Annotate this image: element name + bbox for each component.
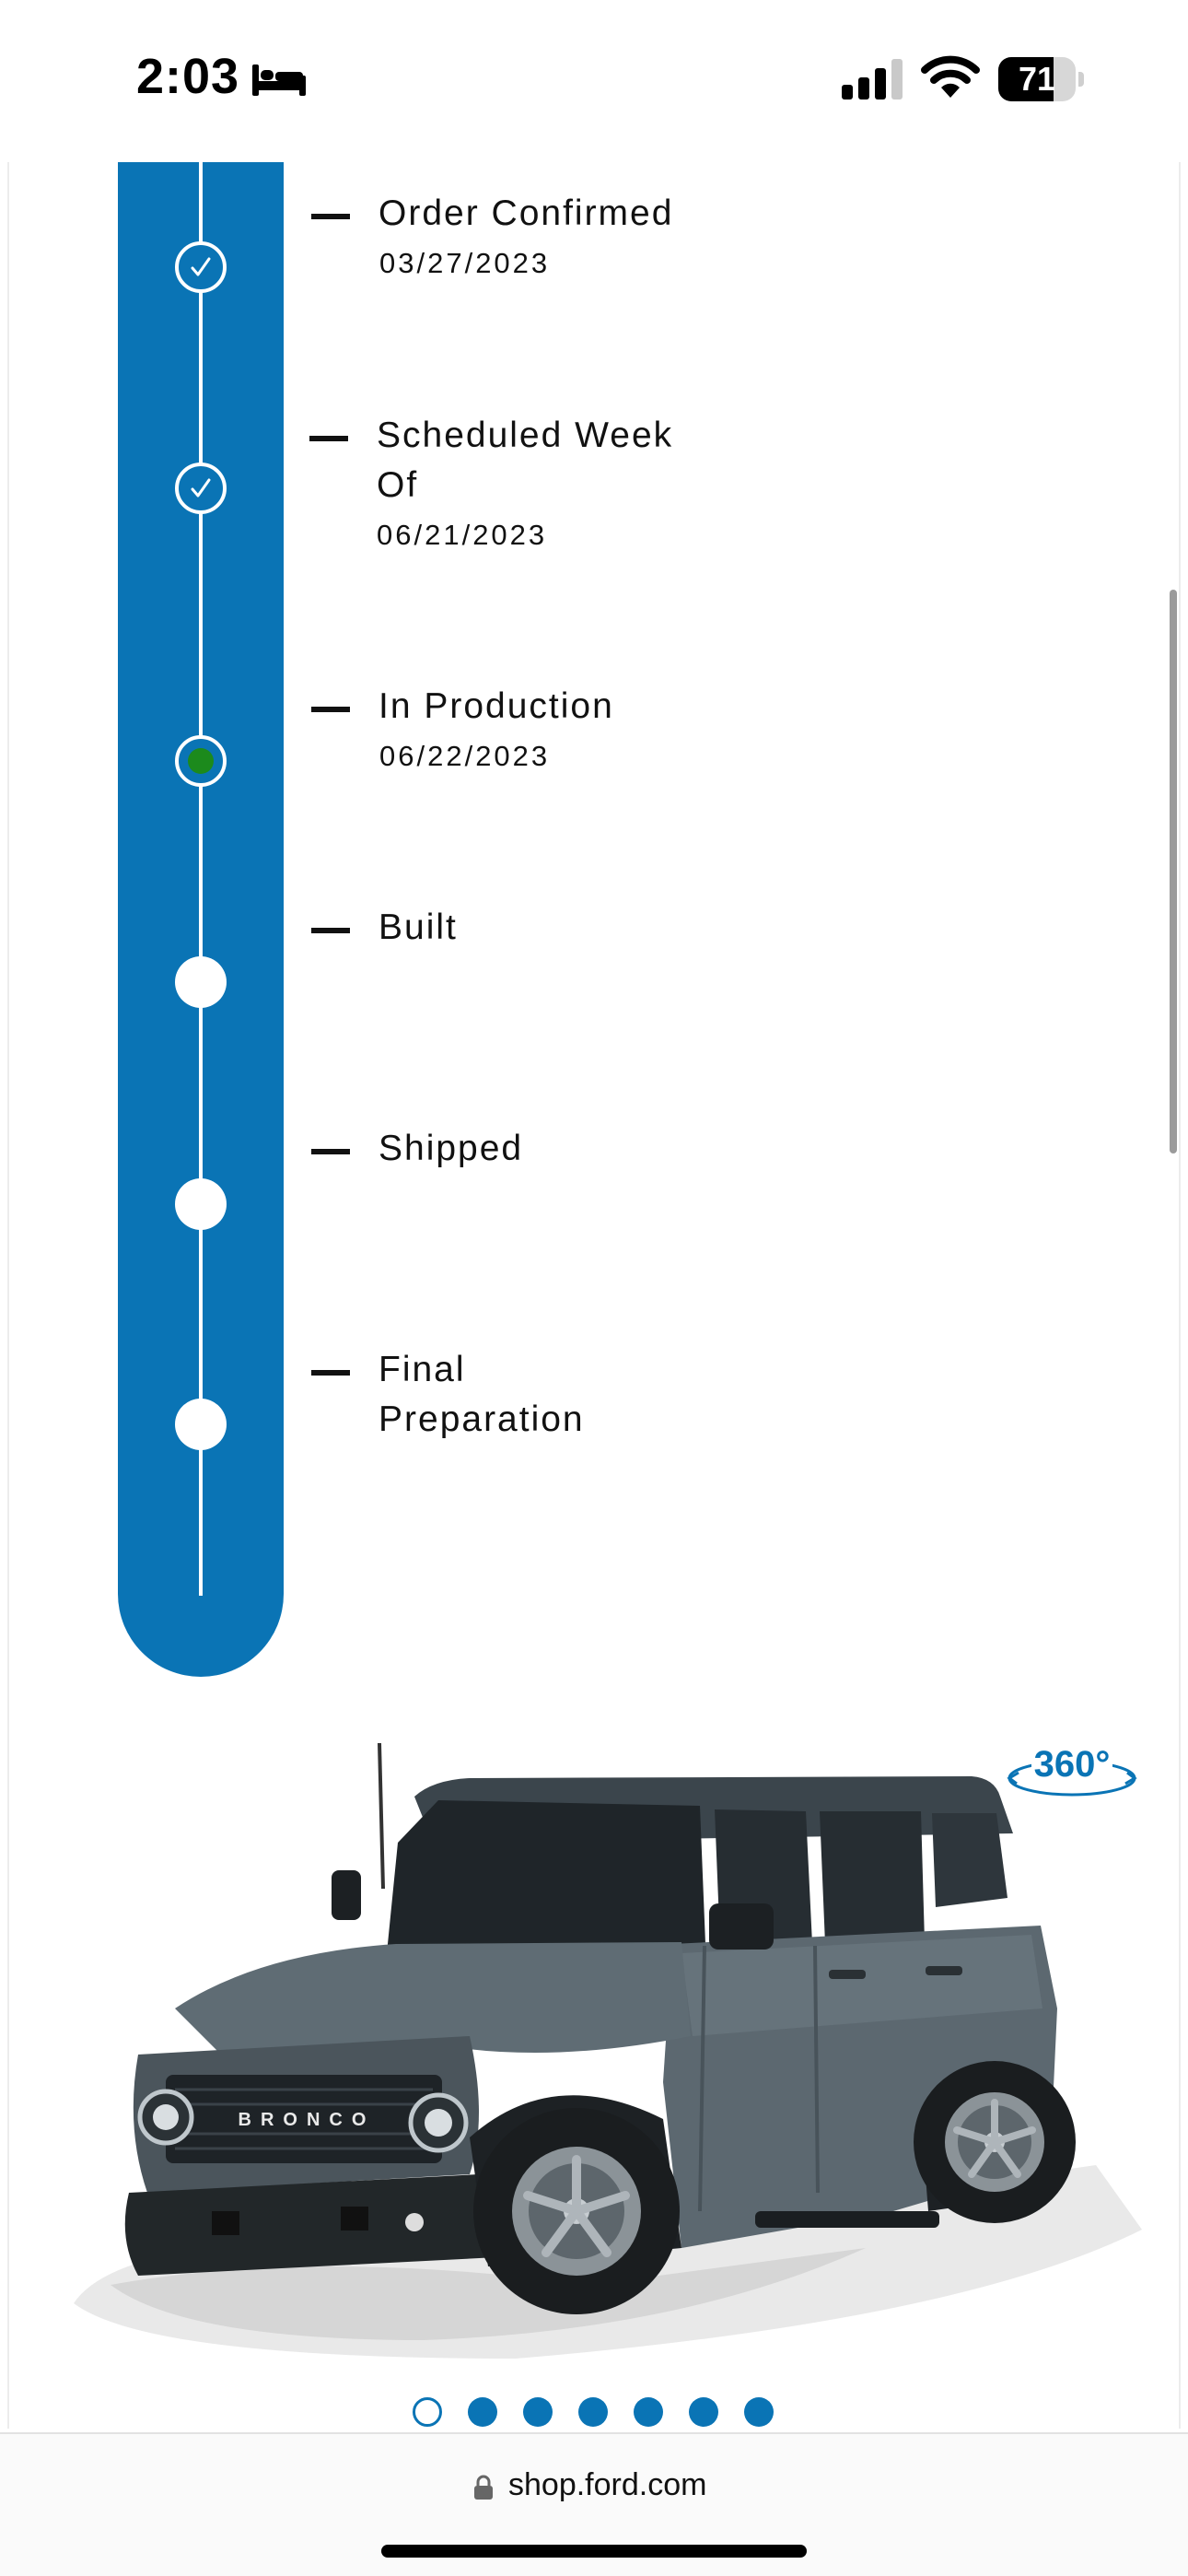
carousel-dot[interactable]: [468, 2397, 497, 2427]
step-date-order-confirmed: 03/27/2023: [379, 247, 551, 279]
battery-nub: [1078, 72, 1084, 87]
status-time: 2:03: [136, 49, 240, 104]
carousel-dot[interactable]: [413, 2397, 442, 2427]
cellular-signal-icon: [842, 59, 903, 100]
battery-icon: 71: [998, 57, 1084, 101]
step-dash: [311, 214, 350, 219]
image-carousel-dots[interactable]: [413, 2397, 781, 2429]
page-edge-left: [7, 162, 9, 2429]
step-node-shipped: [175, 1178, 227, 1230]
scrollbar-thumb[interactable]: [1170, 590, 1177, 1153]
step-label-scheduled-week: Scheduled Week: [377, 416, 674, 455]
lock-icon: [474, 2475, 493, 2500]
rotate-360-icon[interactable]: 360°: [1004, 1741, 1140, 1806]
battery-body: 71: [998, 57, 1076, 101]
step-dash: [309, 436, 348, 441]
checkmark-icon: [191, 478, 211, 498]
step-label-scheduled-week-line2: Of: [377, 465, 419, 505]
grille-badge: BRONCO: [239, 2110, 376, 2130]
page-edge-right: [1179, 162, 1181, 2429]
timeline-line: [199, 162, 203, 1596]
step-node-in-production: [175, 735, 227, 787]
step-label-shipped: Shipped: [379, 1129, 524, 1168]
carousel-dot[interactable]: [578, 2397, 608, 2427]
step-node-order-confirmed: [175, 241, 227, 293]
step-dash: [311, 707, 350, 712]
home-indicator[interactable]: [381, 2545, 807, 2558]
status-bar: 2:03 71: [0, 0, 1188, 162]
step-label-in-production: In Production: [379, 686, 614, 726]
step-node-final-preparation: [175, 1399, 227, 1450]
battery-fill: [998, 57, 1054, 101]
step-label-built: Built: [379, 907, 458, 947]
step-date-in-production: 06/22/2023: [379, 740, 551, 772]
step-dash: [311, 928, 350, 933]
step-dash: [311, 1370, 350, 1376]
step-label-final-preparation-line2: Preparation: [379, 1399, 585, 1439]
carousel-dot[interactable]: [689, 2397, 718, 2427]
step-node-scheduled-week: [175, 463, 227, 514]
url-text[interactable]: shop.ford.com: [508, 2467, 707, 2502]
battery-percent: 71: [1018, 60, 1056, 98]
wifi-icon: [921, 55, 980, 98]
bed-icon: [252, 64, 306, 96]
step-dash: [311, 1149, 350, 1154]
current-step-indicator: [188, 748, 214, 774]
step-date-scheduled-week: 06/21/2023: [377, 519, 548, 551]
vehicle-image[interactable]: BRONCO: [37, 1732, 1151, 2359]
step-label-final-preparation: Final: [379, 1350, 466, 1389]
step-label-order-confirmed: Order Confirmed: [379, 193, 674, 233]
carousel-dot[interactable]: [634, 2397, 663, 2427]
step-node-built: [175, 956, 227, 1008]
carousel-dot[interactable]: [523, 2397, 553, 2427]
carousel-dot[interactable]: [744, 2397, 774, 2427]
browser-url-bar[interactable]: shop.ford.com: [0, 2432, 1188, 2576]
badge-360-label: 360°: [1034, 1744, 1111, 1785]
checkmark-icon: [191, 257, 211, 276]
